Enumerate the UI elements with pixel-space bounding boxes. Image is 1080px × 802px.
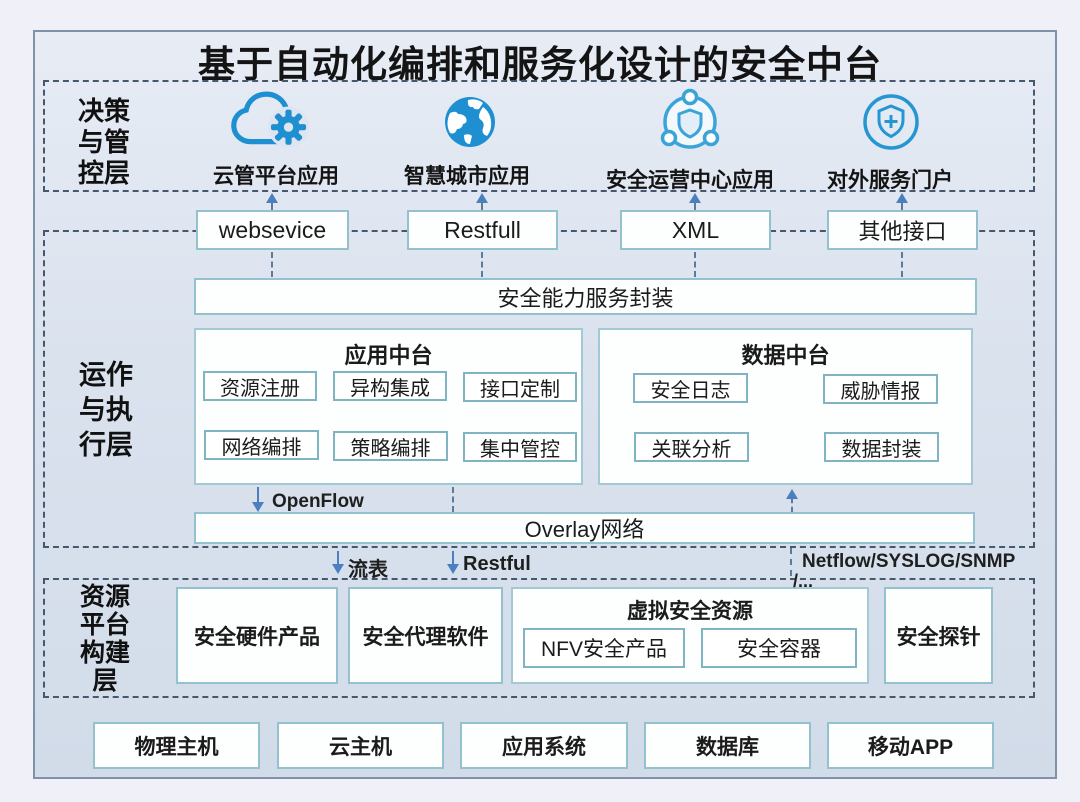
arrow-up-icon bbox=[476, 193, 488, 203]
data-platform-item: 威胁情报 bbox=[823, 374, 938, 404]
interface-box-other: 其他接口 bbox=[827, 210, 978, 250]
connector-line bbox=[337, 551, 339, 566]
arrow-up-icon bbox=[786, 489, 798, 499]
app-caption: 云管平台应用 bbox=[213, 165, 339, 188]
restful-label: Restful bbox=[463, 553, 531, 575]
app-platform-item: 网络编排 bbox=[204, 430, 319, 460]
connector-line bbox=[481, 202, 483, 211]
operation-layer-label: 运作 与执 行层 bbox=[79, 360, 133, 460]
foundation-box-database: 数据库 bbox=[644, 722, 811, 769]
arrow-down-icon bbox=[252, 502, 264, 512]
arrow-up-icon bbox=[896, 193, 908, 203]
app-platform-item: 集中管控 bbox=[463, 432, 577, 462]
app-caption: 对外服务门户 bbox=[827, 169, 953, 192]
netflow-more-label: /... bbox=[793, 571, 814, 591]
connector-line bbox=[790, 548, 792, 576]
globe-icon bbox=[442, 94, 498, 150]
cloud-gear-icon bbox=[228, 90, 316, 154]
app-caption: 智慧城市应用 bbox=[404, 165, 530, 188]
connector-line bbox=[901, 252, 903, 277]
openflow-label: OpenFlow bbox=[272, 491, 364, 512]
data-platform-item: 数据封装 bbox=[824, 432, 939, 462]
hardware-product-box: 安全硬件产品 bbox=[176, 587, 338, 684]
decision-layer-label: 决策 与管 控层 bbox=[77, 96, 130, 188]
app-platform-item: 异构集成 bbox=[333, 371, 447, 401]
probe-box: 安全探针 bbox=[884, 587, 993, 684]
connector-line bbox=[452, 551, 454, 566]
interface-box-restfull: Restfull bbox=[407, 210, 558, 250]
security-container-box: 安全容器 bbox=[701, 628, 857, 668]
agent-software-box: 安全代理软件 bbox=[348, 587, 503, 684]
app-platform-title: 应用中台 bbox=[344, 343, 433, 368]
arrow-up-icon bbox=[266, 193, 278, 203]
shield-hub-icon bbox=[656, 86, 724, 154]
diagram-title: 基于自动化编排和服务化设计的安全中台 bbox=[198, 44, 882, 85]
foundation-box-cloud-host: 云主机 bbox=[277, 722, 444, 769]
data-platform-title: 数据中台 bbox=[741, 343, 830, 368]
foundation-box-mobile-app: 移动APP bbox=[827, 722, 994, 769]
connector-line bbox=[481, 252, 483, 277]
decision-layer-frame bbox=[43, 80, 1035, 192]
app-caption: 安全运营中心应用 bbox=[606, 169, 774, 192]
service-encapsulation-box: 安全能力服务封装 bbox=[194, 278, 977, 315]
connector-line bbox=[271, 252, 273, 277]
connector-line bbox=[694, 202, 696, 211]
connector-line bbox=[791, 498, 793, 512]
arrow-up-icon bbox=[689, 193, 701, 203]
flow-table-label: 流表 bbox=[348, 559, 388, 581]
interface-box-xml: XML bbox=[620, 210, 771, 250]
connector-line bbox=[452, 487, 454, 512]
data-platform-item: 安全日志 bbox=[633, 373, 748, 403]
arrow-down-icon bbox=[447, 564, 459, 574]
app-platform-item: 接口定制 bbox=[463, 372, 577, 402]
interface-box-websevice: websevice bbox=[196, 210, 349, 250]
connector-line bbox=[694, 252, 696, 277]
connector-line bbox=[901, 202, 903, 211]
foundation-box-physical-host: 物理主机 bbox=[93, 722, 260, 769]
app-platform-item: 资源注册 bbox=[203, 371, 317, 401]
foundation-box-app-system: 应用系统 bbox=[460, 722, 628, 769]
shield-plus-icon bbox=[861, 92, 921, 152]
app-platform-item: 策略编排 bbox=[333, 431, 448, 461]
virtual-resource-title: 虚拟安全资源 bbox=[627, 600, 753, 623]
nfv-product-box: NFV安全产品 bbox=[523, 628, 685, 668]
overlay-network-box: Overlay网络 bbox=[194, 512, 975, 544]
resource-layer-frame bbox=[43, 578, 1035, 698]
connector-line bbox=[271, 202, 273, 211]
connector-line bbox=[257, 487, 259, 504]
arrow-down-icon bbox=[332, 564, 344, 574]
netflow-label: Netflow/SYSLOG/SNMP bbox=[802, 551, 1016, 572]
resource-layer-label: 资源 平台 构建 层 bbox=[79, 583, 130, 695]
data-platform-item: 关联分析 bbox=[634, 432, 749, 462]
